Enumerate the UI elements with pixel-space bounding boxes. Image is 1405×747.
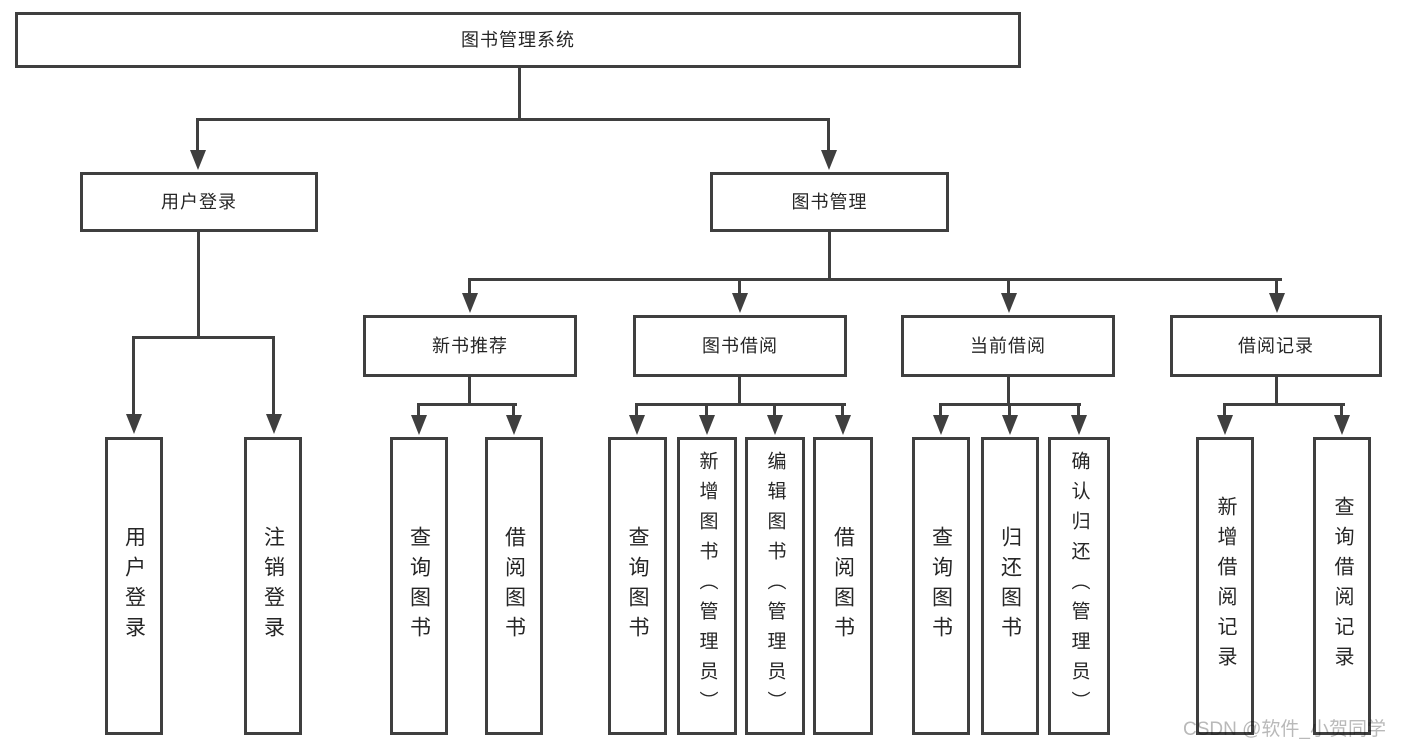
arrow-down-icon: [411, 415, 427, 435]
node-label: 新书推荐: [432, 336, 508, 356]
arrow-down-icon: [821, 150, 837, 170]
arrow-down-icon: [506, 415, 522, 435]
leaf-label: 查询图书: [407, 526, 431, 646]
node-book-borrowing: 图书借阅: [633, 315, 847, 377]
connector-drop-book-management: [827, 118, 830, 152]
arrow-down-icon: [190, 150, 206, 170]
leaf-add-book-admin: 新增图书（管理员）: [677, 437, 737, 735]
connector-drop-leaf: [841, 403, 844, 416]
arrow-down-icon: [1217, 415, 1233, 435]
leaf-query-books-recommend: 查询图书: [390, 437, 448, 735]
connector-drop-leaf: [635, 403, 638, 416]
connector-book-borrow-rail: [635, 403, 846, 406]
leaf-query-books-current: 查询图书: [912, 437, 970, 735]
connector-drop-leaf: [1008, 403, 1011, 416]
connector-drop-leaf: [1077, 403, 1080, 416]
leaf-query-borrow-record: 查询借阅记录: [1313, 437, 1371, 735]
connector-drop-leaf: [132, 336, 135, 414]
leaf-borrow-books: 借阅图书: [813, 437, 873, 735]
leaf-label: 用户登录: [122, 526, 146, 646]
arrow-down-icon: [266, 414, 282, 434]
connector-drop-leaf: [272, 336, 275, 414]
connector-user-login-rail: [132, 336, 275, 339]
connector-book-management-stub: [828, 232, 831, 278]
arrow-down-icon: [767, 415, 783, 435]
leaf-label: 归还图书: [998, 526, 1022, 646]
connector-drop-leaf: [1223, 403, 1226, 416]
node-label: 图书管理系统: [461, 30, 575, 50]
node-label: 图书管理: [791, 192, 868, 212]
node-current-borrowing: 当前借阅: [901, 315, 1115, 377]
connector-drop-leaf: [512, 403, 515, 416]
node-label: 图书借阅: [702, 336, 778, 356]
connector-drop-leaf: [1340, 403, 1343, 416]
arrow-down-icon: [1269, 293, 1285, 313]
arrow-down-icon: [1001, 293, 1017, 313]
leaf-label: 查询图书: [929, 526, 953, 646]
connector-drop-leaf: [705, 403, 708, 416]
connector-book-borrow-stub: [738, 377, 741, 405]
leaf-edit-book-admin: 编辑图书（管理员）: [745, 437, 805, 735]
connector-book-management-rail: [468, 278, 1282, 281]
arrow-down-icon: [126, 414, 142, 434]
arrow-down-icon: [1071, 415, 1087, 435]
arrow-down-icon: [1002, 415, 1018, 435]
connector-new-book-stub: [468, 377, 471, 405]
connector-root-rail: [196, 118, 830, 121]
leaf-label: 确认归还（管理员）: [1068, 451, 1090, 721]
connector-drop-leaf: [417, 403, 420, 416]
leaf-label: 新增借阅记录: [1214, 496, 1236, 676]
connector-drop-leaf: [939, 403, 942, 416]
leaf-user-login: 用户登录: [105, 437, 163, 735]
leaf-borrow-books-recommend: 借阅图书: [485, 437, 543, 735]
leaf-label: 查询图书: [626, 526, 649, 646]
arrow-down-icon: [835, 415, 851, 435]
leaf-label: 借阅图书: [502, 526, 526, 646]
arrow-down-icon: [1334, 415, 1350, 435]
connector-user-login-stub: [197, 232, 200, 336]
connector-new-book-rail: [417, 403, 517, 406]
node-label: 用户登录: [161, 192, 237, 212]
node-new-book-recommendation: 新书推荐: [363, 315, 577, 377]
leaf-label: 编辑图书（管理员）: [764, 451, 786, 721]
connector-root-stub: [518, 68, 521, 120]
arrow-down-icon: [629, 415, 645, 435]
connector-drop-user-login: [196, 118, 199, 152]
leaf-label: 新增图书（管理员）: [696, 451, 718, 721]
leaf-label: 查询借阅记录: [1331, 496, 1353, 676]
node-library-management-system: 图书管理系统: [15, 12, 1021, 68]
node-borrowing-records: 借阅记录: [1170, 315, 1382, 377]
connector-drop-leaf: [773, 403, 776, 416]
arrow-down-icon: [699, 415, 715, 435]
node-label: 当前借阅: [970, 336, 1046, 356]
leaf-query-books-borrowing: 查询图书: [608, 437, 667, 735]
leaf-logout: 注销登录: [244, 437, 302, 735]
leaf-return-books: 归还图书: [981, 437, 1039, 735]
connector-drop-book-borrow: [738, 278, 741, 294]
leaf-add-borrow-record: 新增借阅记录: [1196, 437, 1254, 735]
connector-borrow-records-stub: [1275, 377, 1278, 405]
leaf-label: 借阅图书: [831, 526, 855, 646]
node-book-management: 图书管理: [710, 172, 949, 232]
node-label: 借阅记录: [1238, 336, 1314, 356]
connector-drop-new-book: [468, 278, 471, 294]
connector-drop-current-borrow: [1007, 278, 1010, 294]
leaf-label: 注销登录: [261, 526, 285, 646]
arrow-down-icon: [732, 293, 748, 313]
connector-current-borrow-stub: [1007, 377, 1010, 405]
leaf-confirm-return-admin: 确认归还（管理员）: [1048, 437, 1110, 735]
connector-borrow-records-rail: [1223, 403, 1345, 406]
arrow-down-icon: [933, 415, 949, 435]
watermark: CSDN @软件_小贺同学: [1183, 719, 1386, 740]
connector-drop-borrow-records: [1275, 278, 1278, 294]
node-user-login: 用户登录: [80, 172, 318, 232]
arrow-down-icon: [462, 293, 478, 313]
